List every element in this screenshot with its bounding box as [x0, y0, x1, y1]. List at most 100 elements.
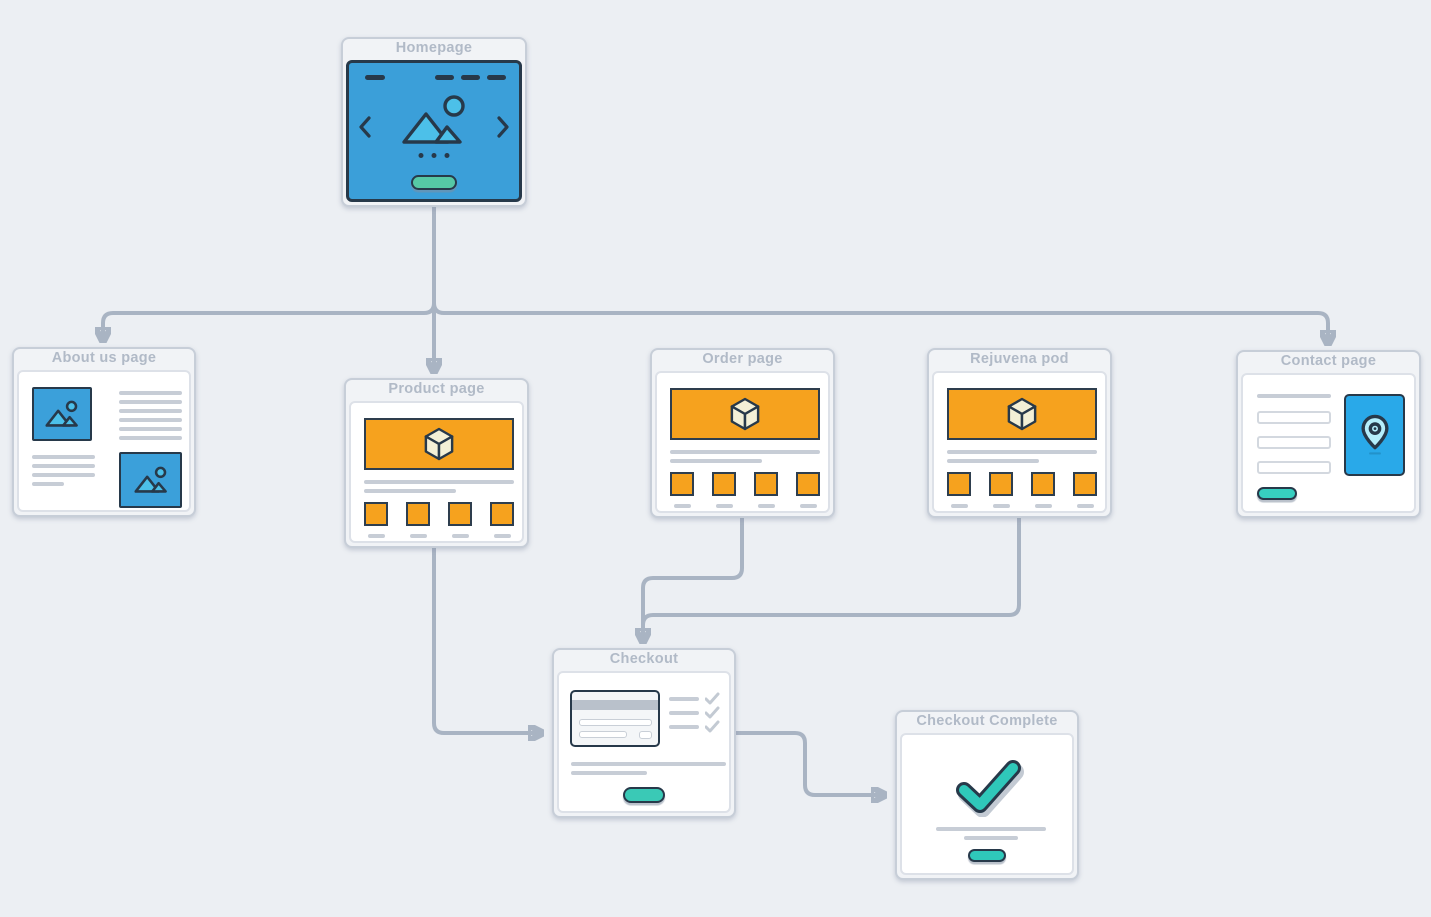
thumbnail	[796, 472, 820, 496]
thumbnail	[406, 502, 430, 526]
node-title: Rejuvena pod	[970, 351, 1069, 367]
edge-checkout-complete	[736, 731, 882, 795]
submit-button[interactable]	[1257, 487, 1297, 500]
form-input[interactable]	[1257, 461, 1331, 474]
thumbnail-row	[364, 502, 514, 526]
cta-button[interactable]	[411, 175, 457, 190]
edge-homepage-contact	[432, 250, 1328, 341]
node-title: Homepage	[395, 40, 473, 56]
edge-homepage-about	[103, 207, 436, 338]
nav-links-dashes	[435, 75, 506, 80]
credit-card-icon	[570, 690, 660, 747]
text-line	[364, 480, 514, 484]
card-name-field[interactable]	[579, 731, 627, 738]
thumbnail-captions	[947, 504, 1097, 508]
node-contact-page[interactable]: Contact page	[1236, 350, 1421, 518]
text-line	[1257, 394, 1331, 398]
about-wireframe	[17, 370, 191, 512]
check-icon	[705, 692, 720, 705]
thumbnail-captions	[670, 504, 820, 508]
node-product-page[interactable]: Product page	[344, 378, 529, 548]
text-line	[571, 771, 647, 775]
checklist-row	[669, 706, 720, 719]
check-icon	[956, 760, 1024, 817]
text-line	[964, 836, 1018, 840]
thumbnail	[448, 502, 472, 526]
check-icon	[705, 720, 720, 733]
text-line	[32, 473, 95, 477]
node-about-us[interactable]: About us page	[12, 347, 196, 517]
text-line	[670, 459, 762, 463]
node-title: Checkout	[609, 651, 679, 667]
text-line	[947, 459, 1039, 463]
node-title: Checkout Complete	[916, 713, 1058, 729]
image-icon	[119, 452, 182, 508]
node-checkout[interactable]: Checkout	[552, 648, 736, 818]
checklist-row	[669, 720, 720, 733]
checkout-complete-wireframe	[900, 733, 1074, 875]
thumbnail	[754, 472, 778, 496]
image-icon	[402, 95, 465, 144]
node-order-page[interactable]: Order page	[650, 348, 835, 518]
node-rejuvena-pod[interactable]: Rejuvena pod	[927, 348, 1112, 518]
homepage-wireframe	[346, 60, 522, 202]
card-cvc-field[interactable]	[639, 731, 652, 739]
text-line	[936, 827, 1046, 831]
cube-icon	[424, 427, 454, 461]
product-wireframe	[349, 401, 524, 543]
node-title: Product page	[388, 381, 485, 397]
order-wireframe	[655, 371, 830, 513]
thumbnail-row	[670, 472, 820, 496]
card-number-field[interactable]	[579, 719, 652, 726]
text-line	[32, 482, 64, 486]
edge-order-checkout	[643, 518, 744, 639]
thumbnail	[1031, 472, 1055, 496]
thumbnail	[364, 502, 388, 526]
text-line	[119, 391, 182, 395]
pay-button[interactable]	[623, 787, 665, 803]
text-line	[119, 427, 182, 431]
chevron-right-icon	[497, 116, 509, 138]
thumbnail-captions	[364, 534, 514, 538]
continue-button[interactable]	[968, 849, 1006, 862]
text-line	[670, 450, 820, 454]
map-pin-icon	[1360, 414, 1389, 455]
card-stripe	[572, 700, 658, 710]
text-line	[119, 418, 182, 422]
text-line	[571, 762, 726, 766]
node-title: Order page	[702, 351, 783, 367]
carousel-dots	[418, 153, 450, 158]
text-line	[947, 450, 1097, 454]
rejuvena-wireframe	[932, 371, 1107, 513]
hero-banner	[670, 388, 820, 440]
text-line	[32, 464, 95, 468]
form-input[interactable]	[1257, 411, 1331, 424]
thumbnail	[670, 472, 694, 496]
cube-icon	[1007, 397, 1037, 431]
node-title: About us page	[51, 350, 157, 366]
hero-banner	[947, 388, 1097, 440]
thumbnail	[1073, 472, 1097, 496]
node-checkout-complete[interactable]: Checkout Complete	[895, 710, 1079, 880]
form-input[interactable]	[1257, 436, 1331, 449]
text-line	[119, 409, 182, 413]
node-title: Contact page	[1280, 353, 1377, 369]
checkout-wireframe	[557, 671, 731, 813]
text-line	[364, 489, 456, 493]
text-line	[119, 400, 182, 404]
nav-logo-dash	[365, 75, 385, 80]
node-homepage[interactable]: Homepage	[341, 37, 527, 207]
thumbnail	[712, 472, 736, 496]
chevron-left-icon	[359, 116, 371, 138]
edge-product-checkout	[432, 548, 539, 733]
image-icon	[32, 387, 92, 441]
hero-banner	[364, 418, 514, 470]
cube-icon	[730, 397, 760, 431]
contact-wireframe	[1241, 373, 1416, 513]
thumbnail	[947, 472, 971, 496]
checklist-row	[669, 692, 720, 705]
thumbnail-row	[947, 472, 1097, 496]
text-line	[32, 455, 95, 459]
edge-rejuvena-checkout	[641, 518, 1021, 632]
